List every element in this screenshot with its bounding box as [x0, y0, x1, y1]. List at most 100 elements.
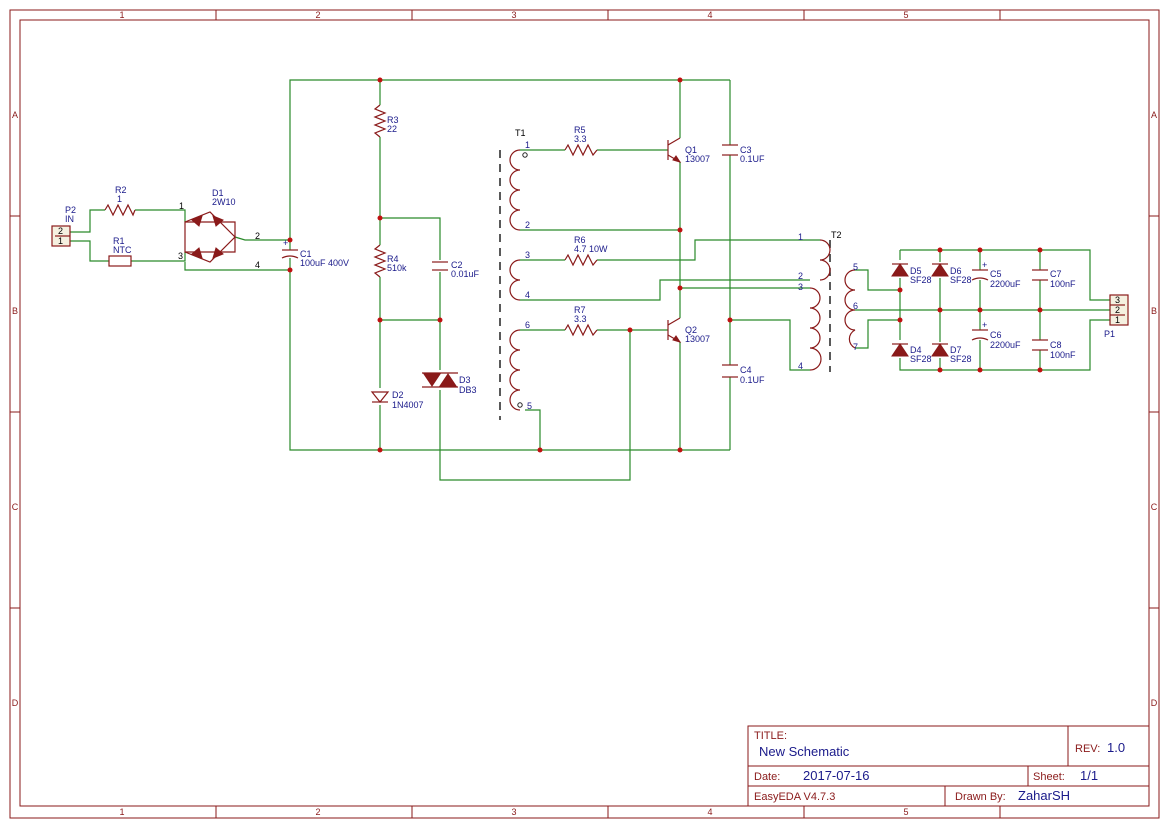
c6-value: 2200uF [990, 340, 1021, 350]
t1-pin3: 3 [525, 250, 530, 260]
capacitor-c2[interactable]: C2 0.01uF [432, 260, 480, 279]
sheet-label: Sheet: [1033, 771, 1065, 783]
resistor-r6[interactable]: R6 4.7 10W [564, 235, 608, 267]
transformer-t2[interactable]: T2 1 2 3 4 5 6 7 [798, 230, 858, 372]
r6-ref: R6 [574, 235, 586, 245]
t2-pin1: 1 [798, 232, 803, 242]
transistor-q2[interactable]: Q2 13007 [667, 317, 710, 344]
r5-value: 3.3 [574, 134, 587, 144]
c1-value: 100uF 400V [300, 258, 349, 268]
zone-row-d-right: D [1151, 698, 1158, 708]
q2-value: 13007 [685, 334, 710, 344]
r6-value: 4.7 10W [574, 244, 608, 254]
date-value: 2017-07-16 [803, 768, 870, 783]
t1-pin4: 4 [525, 290, 530, 300]
resistor-r5[interactable]: R5 3.3 [564, 125, 598, 157]
t1-ref: T1 [515, 128, 526, 138]
d7-value: SF28 [950, 354, 972, 364]
capacitor-c4[interactable]: C4 0.1UF [722, 364, 765, 385]
t2-ref: T2 [831, 230, 842, 240]
zone-row-a-left: A [12, 110, 18, 120]
bridge-rectifier-d1[interactable]: D1 2W10 1 2 3 4 [178, 188, 260, 270]
capacitor-c3[interactable]: C3 0.1UF [722, 144, 765, 164]
title-value: New Schematic [759, 744, 850, 759]
zone-col-1-bottom: 1 [119, 807, 124, 817]
svg-text:+: + [982, 260, 987, 270]
resistor-r4[interactable]: R4 510k [373, 244, 407, 278]
c8-ref: C8 [1050, 340, 1062, 350]
title-label: TITLE: [754, 730, 787, 742]
r1-value: NTC [113, 245, 132, 255]
capacitor-c6[interactable]: + C6 2200uF [971, 320, 1021, 350]
connector-p2[interactable]: P2 IN 2 1 [51, 205, 76, 247]
d1-value: 2W10 [212, 197, 236, 207]
r1-ref: R1 [113, 236, 125, 246]
c5-value: 2200uF [990, 279, 1021, 289]
diode-d2[interactable]: D2 1N4007 [370, 390, 424, 410]
diode-d4[interactable]: D4 SF28 [891, 343, 932, 364]
c5-ref: C5 [990, 269, 1002, 279]
t2-pin5: 5 [853, 262, 858, 272]
connector-p1[interactable]: 3 2 1 P1 [1104, 294, 1129, 339]
c2-value: 0.01uF [451, 269, 480, 279]
zone-col-3-top: 3 [511, 10, 516, 20]
p2-pin1: 1 [58, 236, 63, 246]
t2-pin4: 4 [798, 361, 803, 371]
c8-value: 100nF [1050, 350, 1076, 360]
d1-ref: D1 [212, 188, 224, 198]
d6-value: SF28 [950, 275, 972, 285]
p2-ref: P2 [65, 205, 76, 215]
zone-col-4-top: 4 [707, 10, 712, 20]
capacitor-c1[interactable]: + C1 100uF 400V [281, 238, 349, 270]
c3-value: 0.1UF [740, 154, 765, 164]
c1-ref: C1 [300, 249, 312, 259]
zone-col-4-bottom: 4 [707, 807, 712, 817]
diode-d7[interactable]: D7 SF28 [931, 343, 972, 364]
resistor-r3[interactable]: R3 22 [373, 104, 399, 138]
zone-col-5-bottom: 5 [903, 807, 908, 817]
zone-row-b-left: B [12, 306, 18, 316]
capacitor-c5[interactable]: + C5 2200uF [971, 260, 1021, 289]
d1-pin3: 3 [178, 251, 183, 261]
r3-ref: R3 [387, 115, 399, 125]
c7-value: 100nF [1050, 279, 1076, 289]
p1-pin2: 2 [1115, 305, 1120, 315]
d2-value: 1N4007 [392, 400, 424, 410]
q1-ref: Q1 [685, 145, 697, 155]
d7-ref: D7 [950, 345, 962, 355]
zone-row-d-left: D [12, 698, 19, 708]
diode-d5[interactable]: D5 SF28 [891, 263, 932, 285]
t2-pin7: 7 [853, 342, 858, 352]
zone-row-a-right: A [1151, 110, 1157, 120]
drawn-by-value: ZaharSH [1018, 788, 1070, 803]
drawn-by-label: Drawn By: [955, 791, 1006, 803]
zone-col-5-top: 5 [903, 10, 908, 20]
t1-pin2: 2 [525, 220, 530, 230]
capacitor-c7[interactable]: C7 100nF [1032, 269, 1076, 289]
transistor-q1[interactable]: Q1 13007 [667, 137, 710, 164]
software-version: EasyEDA V4.7.3 [754, 791, 835, 803]
thermistor-r1[interactable]: R1 NTC [108, 236, 132, 267]
c4-value: 0.1UF [740, 375, 765, 385]
diode-d6[interactable]: D6 SF28 [931, 263, 972, 285]
p1-ref: P1 [1104, 329, 1115, 339]
d5-value: SF28 [910, 275, 932, 285]
svg-text:+: + [283, 238, 288, 248]
zone-row-c-left: C [12, 502, 19, 512]
capacitor-c8[interactable]: C8 100nF [1032, 339, 1076, 360]
d3-ref: D3 [459, 375, 471, 385]
d1-pin2: 2 [255, 231, 260, 241]
r2-ref: R2 [115, 185, 127, 195]
wires [70, 79, 1110, 481]
zone-col-2-bottom: 2 [315, 807, 320, 817]
diac-d3[interactable]: D3 DB3 [422, 372, 477, 395]
rev-label: REV: [1075, 743, 1100, 755]
transformer-t1[interactable]: T1 1 2 3 4 5 6 [499, 128, 532, 420]
d6-ref: D6 [950, 266, 962, 276]
t1-pin6: 6 [525, 320, 530, 330]
svg-text:+: + [982, 320, 987, 330]
resistor-r2[interactable]: R2 1 [104, 185, 136, 217]
resistor-r7[interactable]: R7 3.3 [564, 305, 598, 337]
zone-row-b-right: B [1151, 306, 1157, 316]
